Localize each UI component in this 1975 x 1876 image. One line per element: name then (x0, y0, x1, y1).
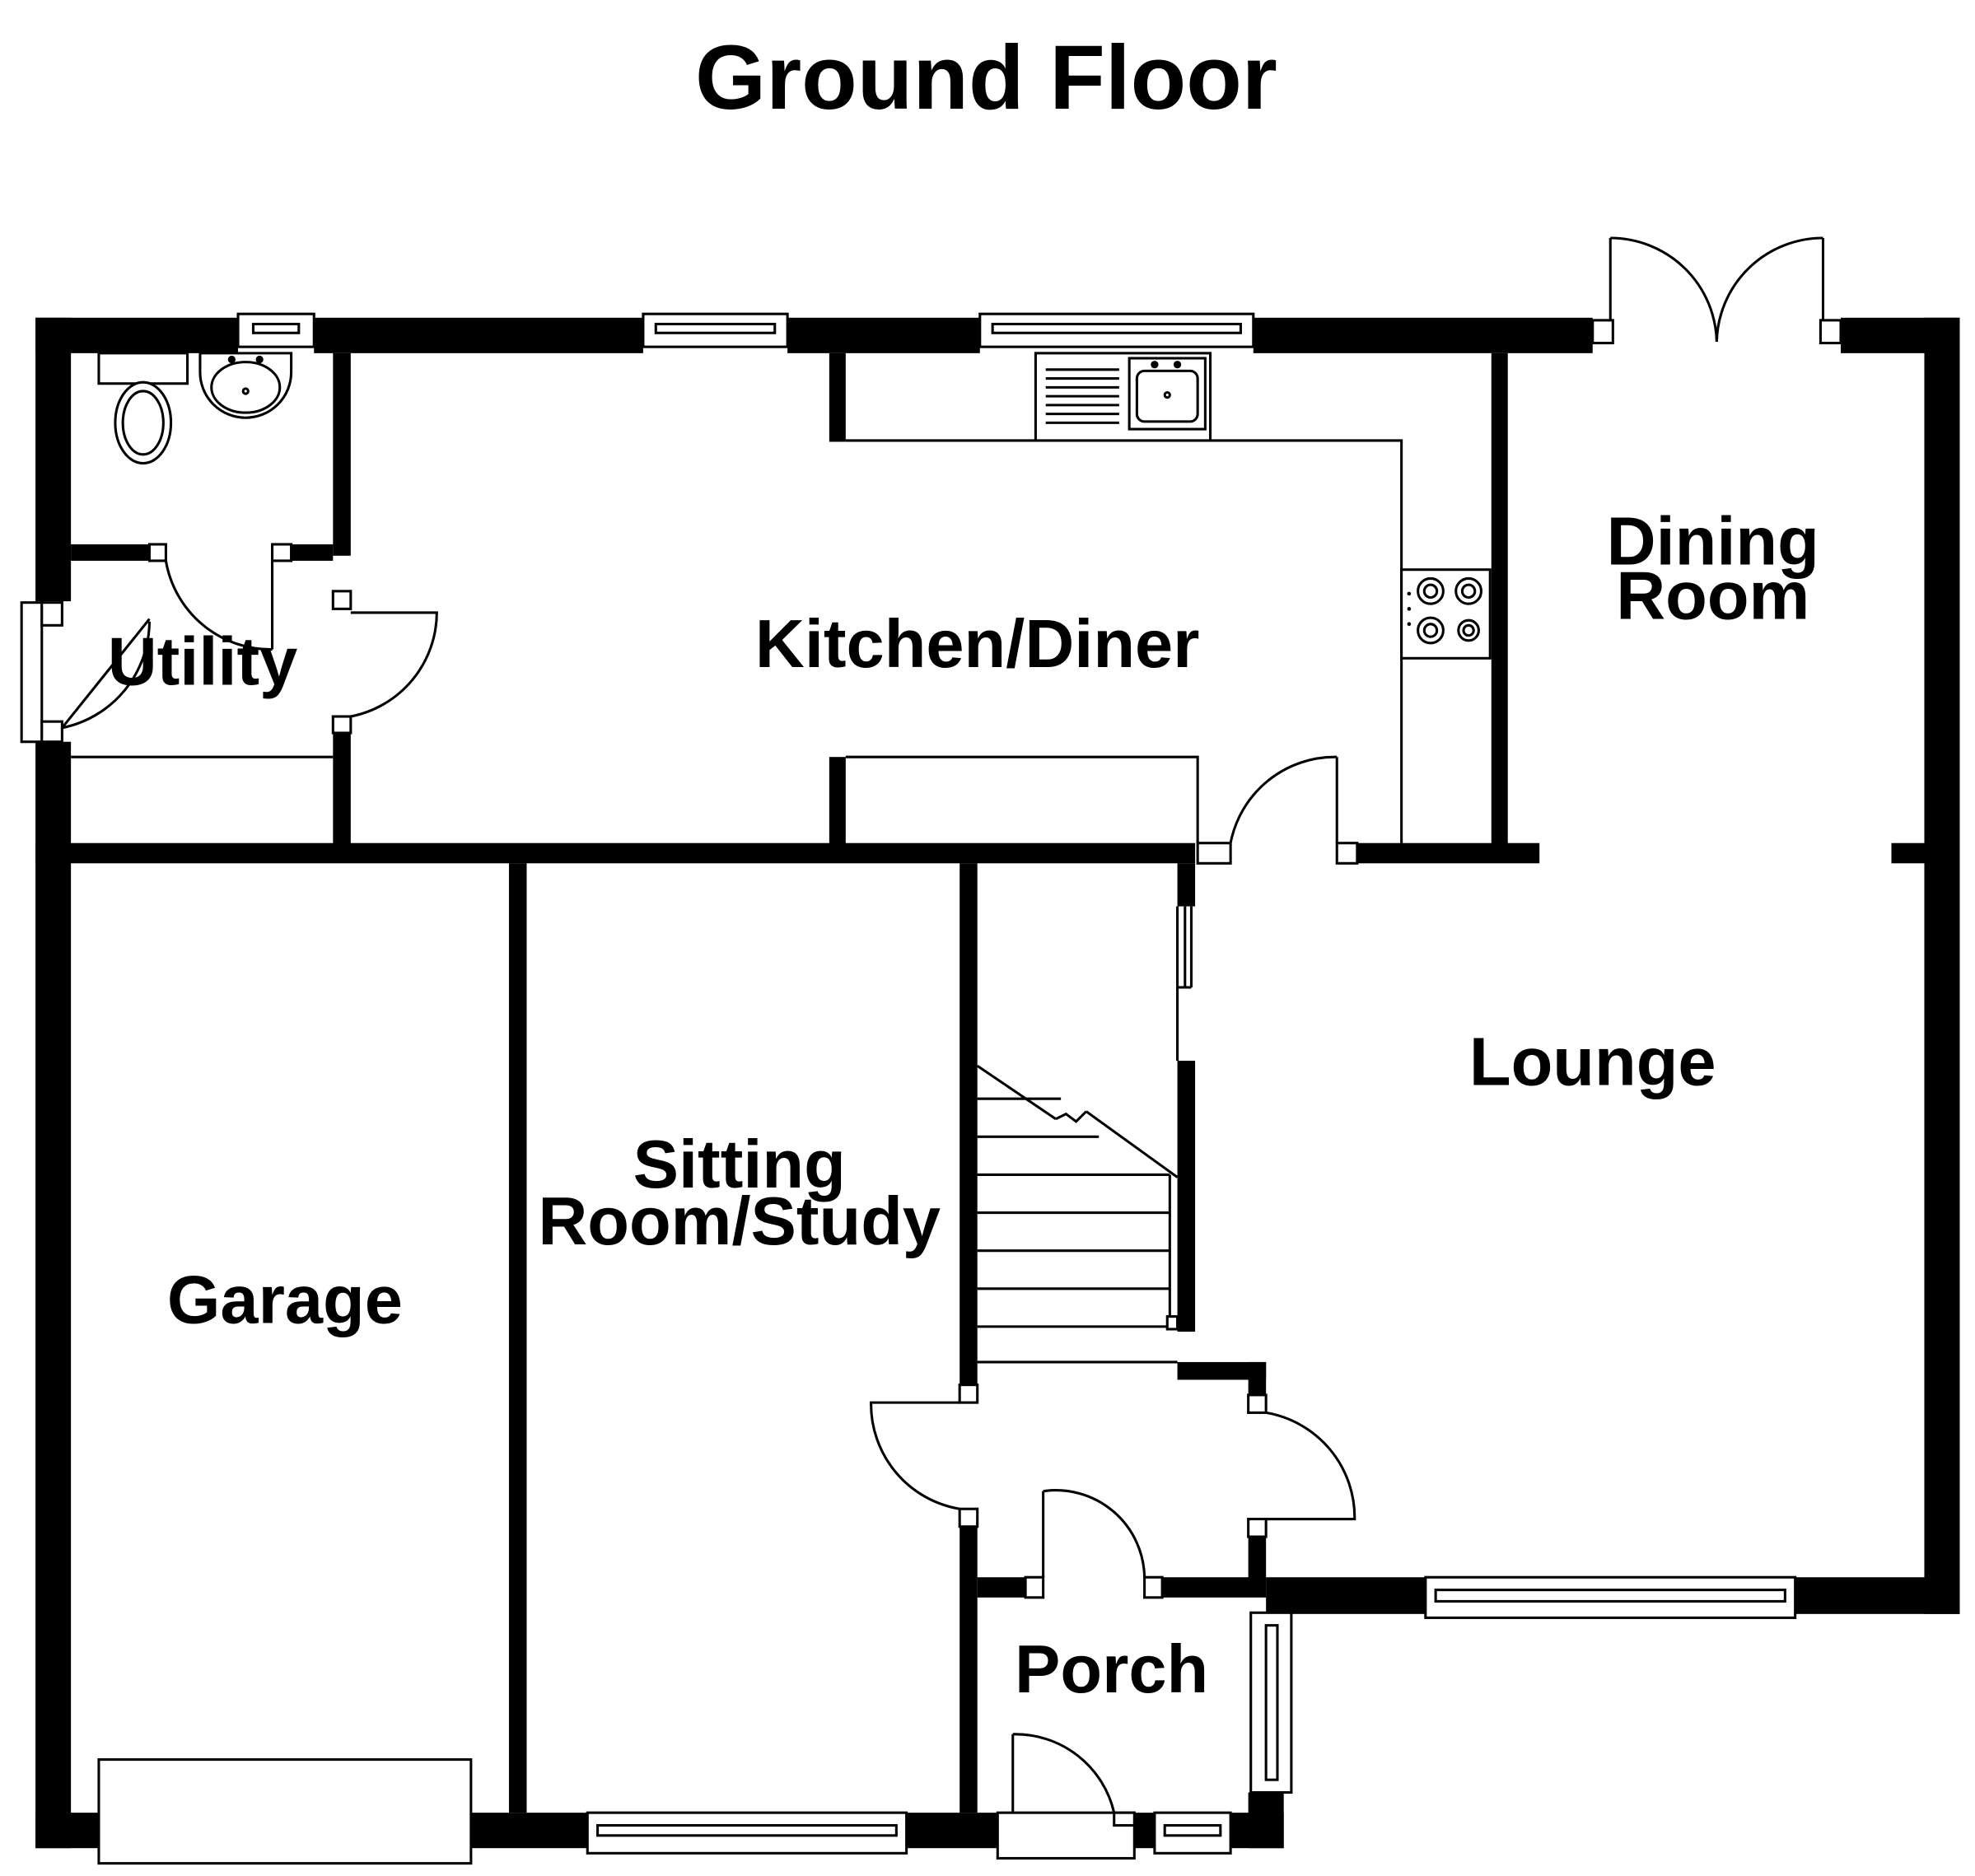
room-label-sitting-line2: Room/Study (538, 1183, 941, 1259)
window-utility (20, 601, 44, 744)
french-doors (1591, 236, 1842, 345)
window-porch-side (1249, 1611, 1293, 1794)
room-label-garage: Garage (167, 1261, 403, 1337)
sink-drainer-icon (1034, 352, 1212, 442)
room-label-dining-line2: Room (1616, 558, 1809, 634)
window-porch-front (1153, 1811, 1232, 1855)
room-label-sitting-line1: Sitting (633, 1126, 846, 1202)
hall-lounge-door (1247, 1393, 1356, 1538)
porch-inner-door (1024, 1489, 1164, 1599)
room-label-kitchen: Kitchen/Diner (755, 605, 1200, 682)
room-label-lounge: Lounge (1469, 1023, 1716, 1099)
room-label-porch: Porch (1015, 1631, 1208, 1707)
stairs-icon (976, 1064, 1179, 1364)
internal-walls (35, 352, 1960, 1813)
room-label-dining-line1: Dining (1607, 503, 1819, 580)
room-label-utility: Utility (108, 623, 298, 700)
window-sitting (586, 1811, 908, 1855)
kitchen-room: Kitchen/Diner (755, 352, 1492, 843)
hob-icon (1400, 568, 1492, 660)
garage-room: Garage (97, 1261, 473, 1865)
porch-room: Porch (996, 1489, 1293, 1860)
lounge-sliding-door (1176, 906, 1193, 1062)
utility-door (61, 618, 151, 730)
garage-door (97, 1758, 473, 1865)
dining-room: Dining Room (1607, 503, 1819, 634)
wc-door (147, 543, 293, 651)
kitchen-utility-door (331, 590, 438, 735)
sink-icon (198, 352, 293, 419)
page-title: Ground Floor (695, 27, 1277, 128)
outer-walls (35, 317, 1960, 1849)
window-lounge (1424, 1575, 1797, 1619)
hall-sitting-door (870, 1384, 979, 1528)
kitchen-lounge-door (1196, 755, 1359, 865)
cistern-icon (97, 352, 189, 385)
porch-front-door (996, 1733, 1136, 1860)
sitting-room: Sitting Room/Study (538, 1126, 941, 1855)
lounge-room: Lounge (1176, 906, 1797, 1619)
utility-room: Utility (20, 352, 438, 758)
